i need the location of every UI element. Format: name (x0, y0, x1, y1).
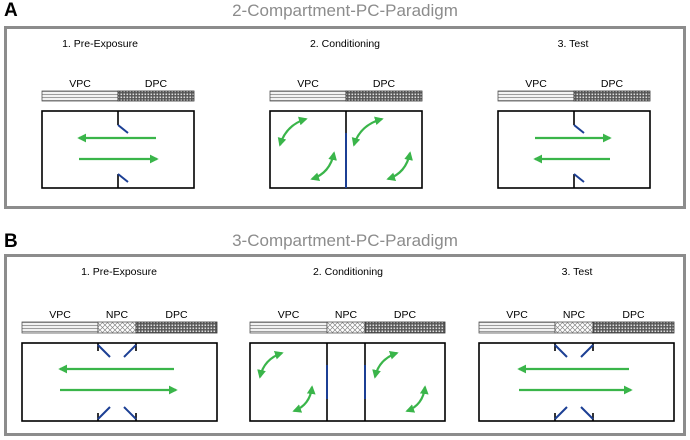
a-vpc-label-3: VPC (525, 78, 547, 90)
b-vpc-label-3: VPC (506, 309, 528, 321)
b-dpc-bar-3 (592, 321, 675, 334)
a-vpc-bar-1 (41, 90, 119, 102)
b-dpc-bar-2 (364, 321, 446, 334)
a-dpc-label-3: DPC (601, 78, 624, 90)
a-door-bottom-3 (573, 173, 585, 183)
b-vpc-bar-3 (478, 321, 556, 334)
a-step-title-1: 1. Pre-Exposure (62, 38, 138, 50)
panel-a-frame (4, 26, 686, 209)
b-door-bottom-3-1 (554, 406, 568, 420)
b-npc-label-1: NPC (106, 309, 129, 321)
panel-b-frame (4, 254, 686, 436)
b-vpc-bar-2 (249, 321, 328, 334)
a-arrow-right-top (351, 116, 384, 147)
b-npc-bar-3 (554, 321, 594, 334)
panel-b-label: B (4, 231, 18, 252)
b-npc-bar-2 (326, 321, 366, 334)
b-dpc-label-1: DPC (165, 309, 188, 321)
b-door-bottom-3-2 (580, 406, 594, 420)
a-door-top-3 (573, 124, 585, 134)
a-dpc-bar-3 (573, 90, 651, 102)
b-door-top-1-2 (123, 344, 137, 358)
b-npc-bar-1 (97, 321, 137, 334)
b-vpc-label-2: VPC (278, 309, 300, 321)
b-npc-label-3: NPC (563, 309, 586, 321)
b-door-bottom-1-2 (123, 406, 137, 420)
b-door-top-1-1 (97, 344, 111, 358)
a-arrow-right-bottom (386, 151, 413, 181)
a-dpc-bar-1 (117, 90, 195, 102)
b-npc-label-2: NPC (335, 309, 358, 321)
b-door-bottom-1-1 (97, 406, 111, 420)
a-dpc-label-2: DPC (373, 78, 396, 90)
b-arrow-left-bottom (292, 385, 316, 413)
panel-b-title: 3-Compartment-PC-Paradigm (232, 231, 458, 250)
a-vpc-bar-3 (497, 90, 575, 102)
a-arrow-left-top (277, 116, 308, 147)
a-arrow-left-bottom (310, 151, 337, 181)
a-step-title-2: 2. Conditioning (310, 38, 380, 50)
b-chamber-2 (249, 342, 446, 422)
b-door-top-3-2 (580, 344, 594, 358)
a-vpc-label-1: VPC (69, 78, 91, 90)
b-vpc-label-1: VPC (49, 309, 71, 321)
b-vpc-bar-1 (21, 321, 99, 334)
b-arrow-right-top (372, 351, 399, 379)
b-dpc-label-2: DPC (394, 309, 417, 321)
a-dpc-bar-2 (345, 90, 423, 102)
a-door-top-1 (117, 124, 129, 134)
a-vpc-label-2: VPC (297, 78, 319, 90)
a-dpc-label-1: DPC (145, 78, 168, 90)
b-arrow-left-top (257, 351, 284, 379)
b-step-title-2: 2. Conditioning (313, 266, 383, 278)
b-step-title-3: 3. Test (562, 266, 593, 278)
b-chamber-3 (478, 342, 675, 422)
panel-a-title: 2-Compartment-PC-Paradigm (232, 1, 458, 20)
b-step-title-1: 1. Pre-Exposure (81, 266, 157, 278)
b-dpc-label-3: DPC (622, 309, 645, 321)
b-arrow-right-bottom (405, 385, 429, 413)
a-vpc-bar-2 (269, 90, 347, 102)
panel-a-label: A (4, 0, 18, 21)
b-dpc-bar-1 (135, 321, 218, 334)
a-door-bottom-1 (117, 173, 129, 183)
b-chamber-1 (21, 342, 218, 422)
a-step-title-3: 3. Test (558, 38, 589, 50)
b-door-top-3-1 (554, 344, 568, 358)
